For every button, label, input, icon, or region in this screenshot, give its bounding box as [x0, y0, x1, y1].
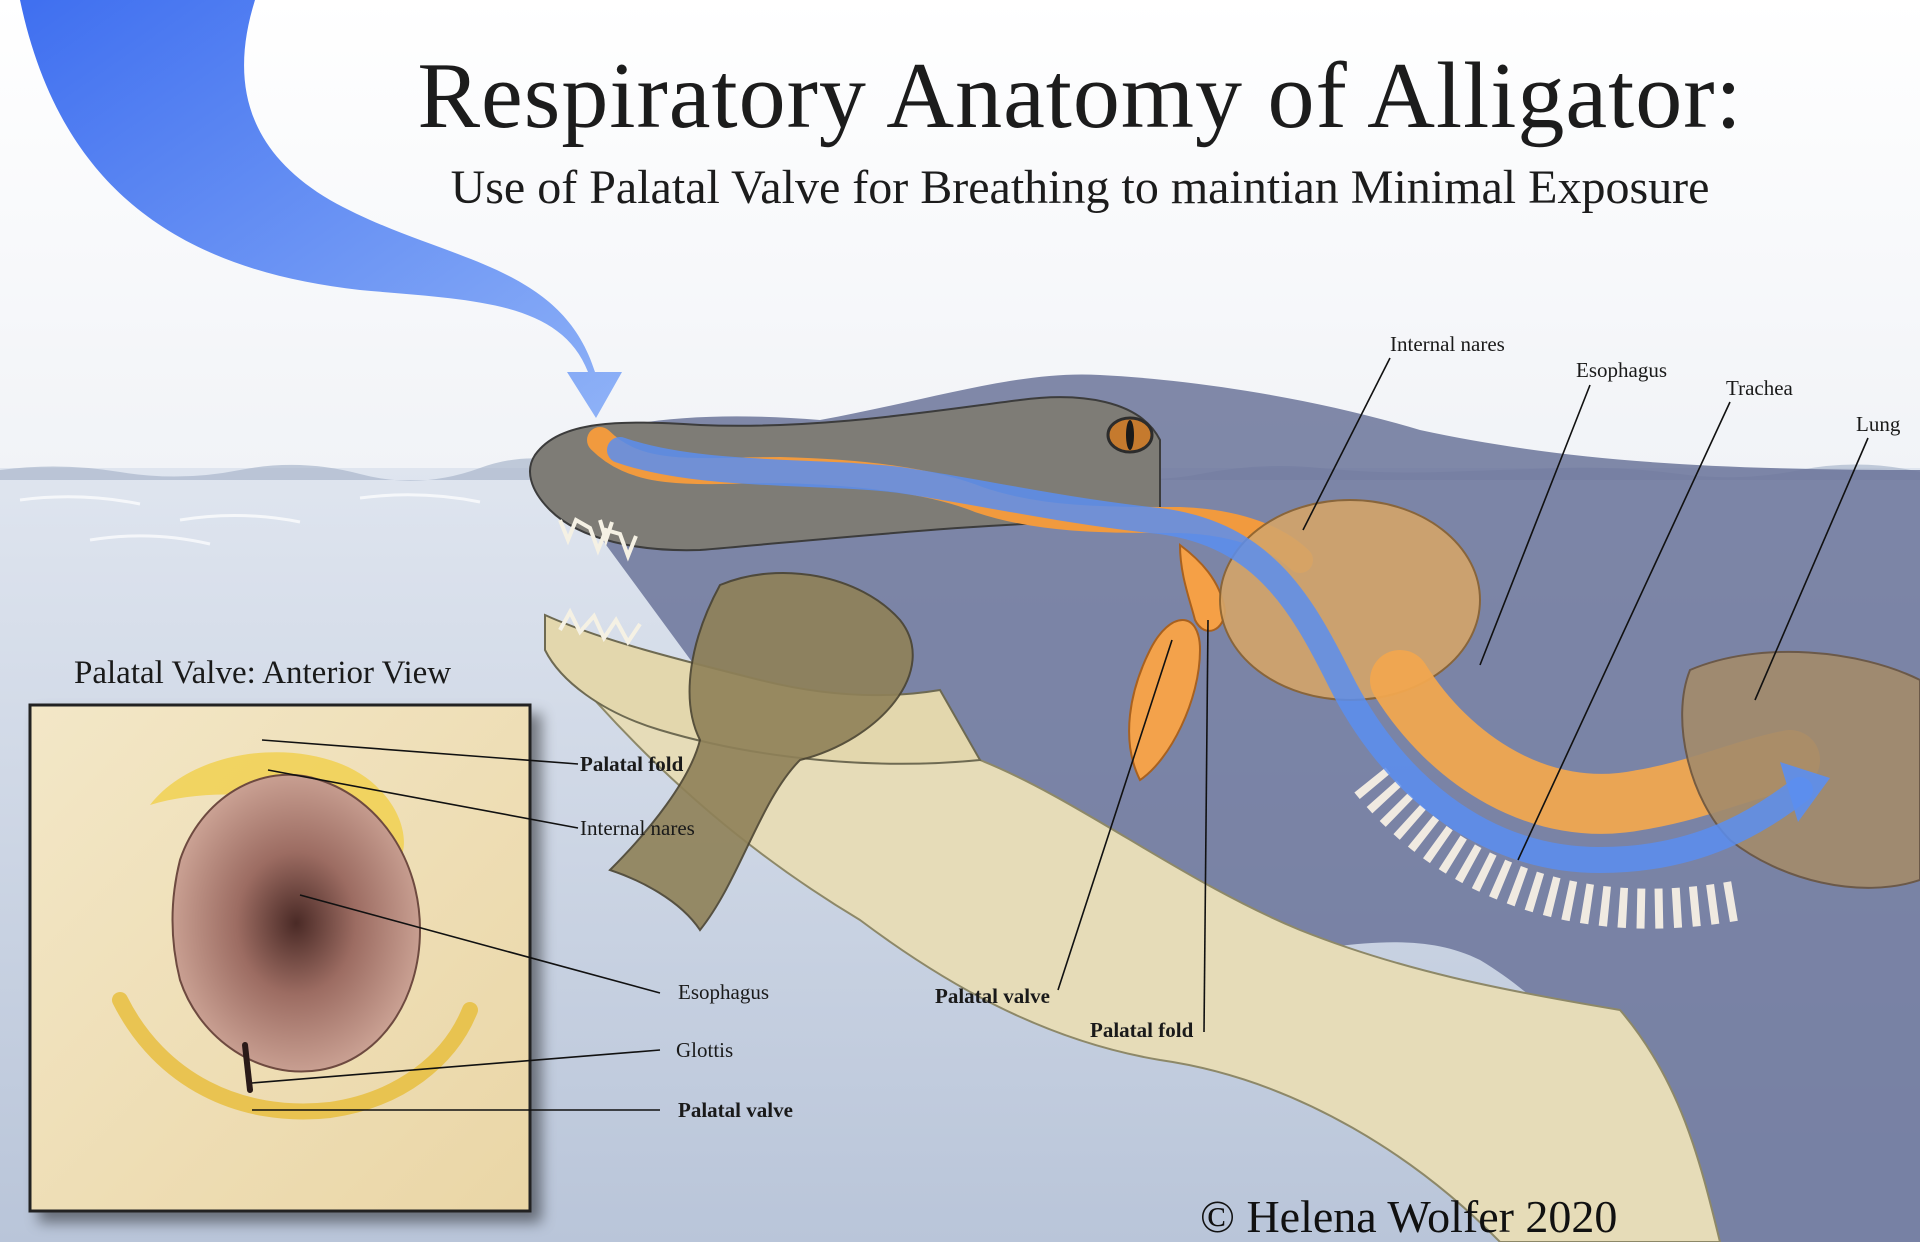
palatal-valve-shape — [1128, 619, 1202, 782]
palatal-fold-shape — [1178, 542, 1227, 632]
internal-airflow-arrowhead — [1780, 762, 1830, 822]
inset-label-internal-nares: Internal nares — [580, 816, 695, 840]
page-subtitle: Use of Palatal Valve for Breathing to ma… — [450, 161, 1710, 214]
water-ripples — [19, 493, 481, 546]
copyright-notice: © Helena Wolfer 2020 — [1200, 1191, 1618, 1242]
inset-leader-lines — [251, 739, 661, 1111]
lower-teeth — [558, 607, 642, 646]
alligator-pupil — [1126, 420, 1134, 450]
label-lung: Lung — [1856, 412, 1901, 436]
inset-label-esophagus: Esophagus — [678, 980, 769, 1004]
inset-yellow-fold — [150, 752, 404, 860]
inset-title: Palatal Valve: Anterior View — [74, 655, 452, 691]
inset-label-palatal-fold: Palatal fold — [580, 752, 684, 776]
label-trachea: Trachea — [1726, 376, 1793, 400]
label-internal-nares: Internal nares — [1390, 332, 1505, 356]
incoming-airflow-arrow — [20, 0, 622, 418]
throat-chamber — [1219, 499, 1481, 701]
label-palatal-fold: Palatal fold — [1090, 1018, 1194, 1042]
inset-label-glottis: Glottis — [676, 1038, 734, 1062]
label-palatal-valve: Palatal valve — [935, 984, 1050, 1008]
internal-airflow-path — [607, 437, 1813, 874]
alligator-throat — [557, 658, 1722, 1242]
trachea-rings — [1354, 767, 1744, 929]
inset-panel — [28, 703, 532, 1213]
main-leader-lines — [1057, 357, 1869, 1033]
page-title: Respiratory Anatomy of Alligator: — [417, 44, 1743, 148]
label-esophagus: Esophagus — [1576, 358, 1667, 382]
upper-teeth — [558, 517, 638, 562]
inset-glottis-slit — [242, 1042, 253, 1093]
alligator-illustration — [529, 374, 1920, 1242]
fish-in-mouth — [608, 571, 914, 932]
inset-label-palatal-valve: Palatal valve — [678, 1098, 793, 1122]
